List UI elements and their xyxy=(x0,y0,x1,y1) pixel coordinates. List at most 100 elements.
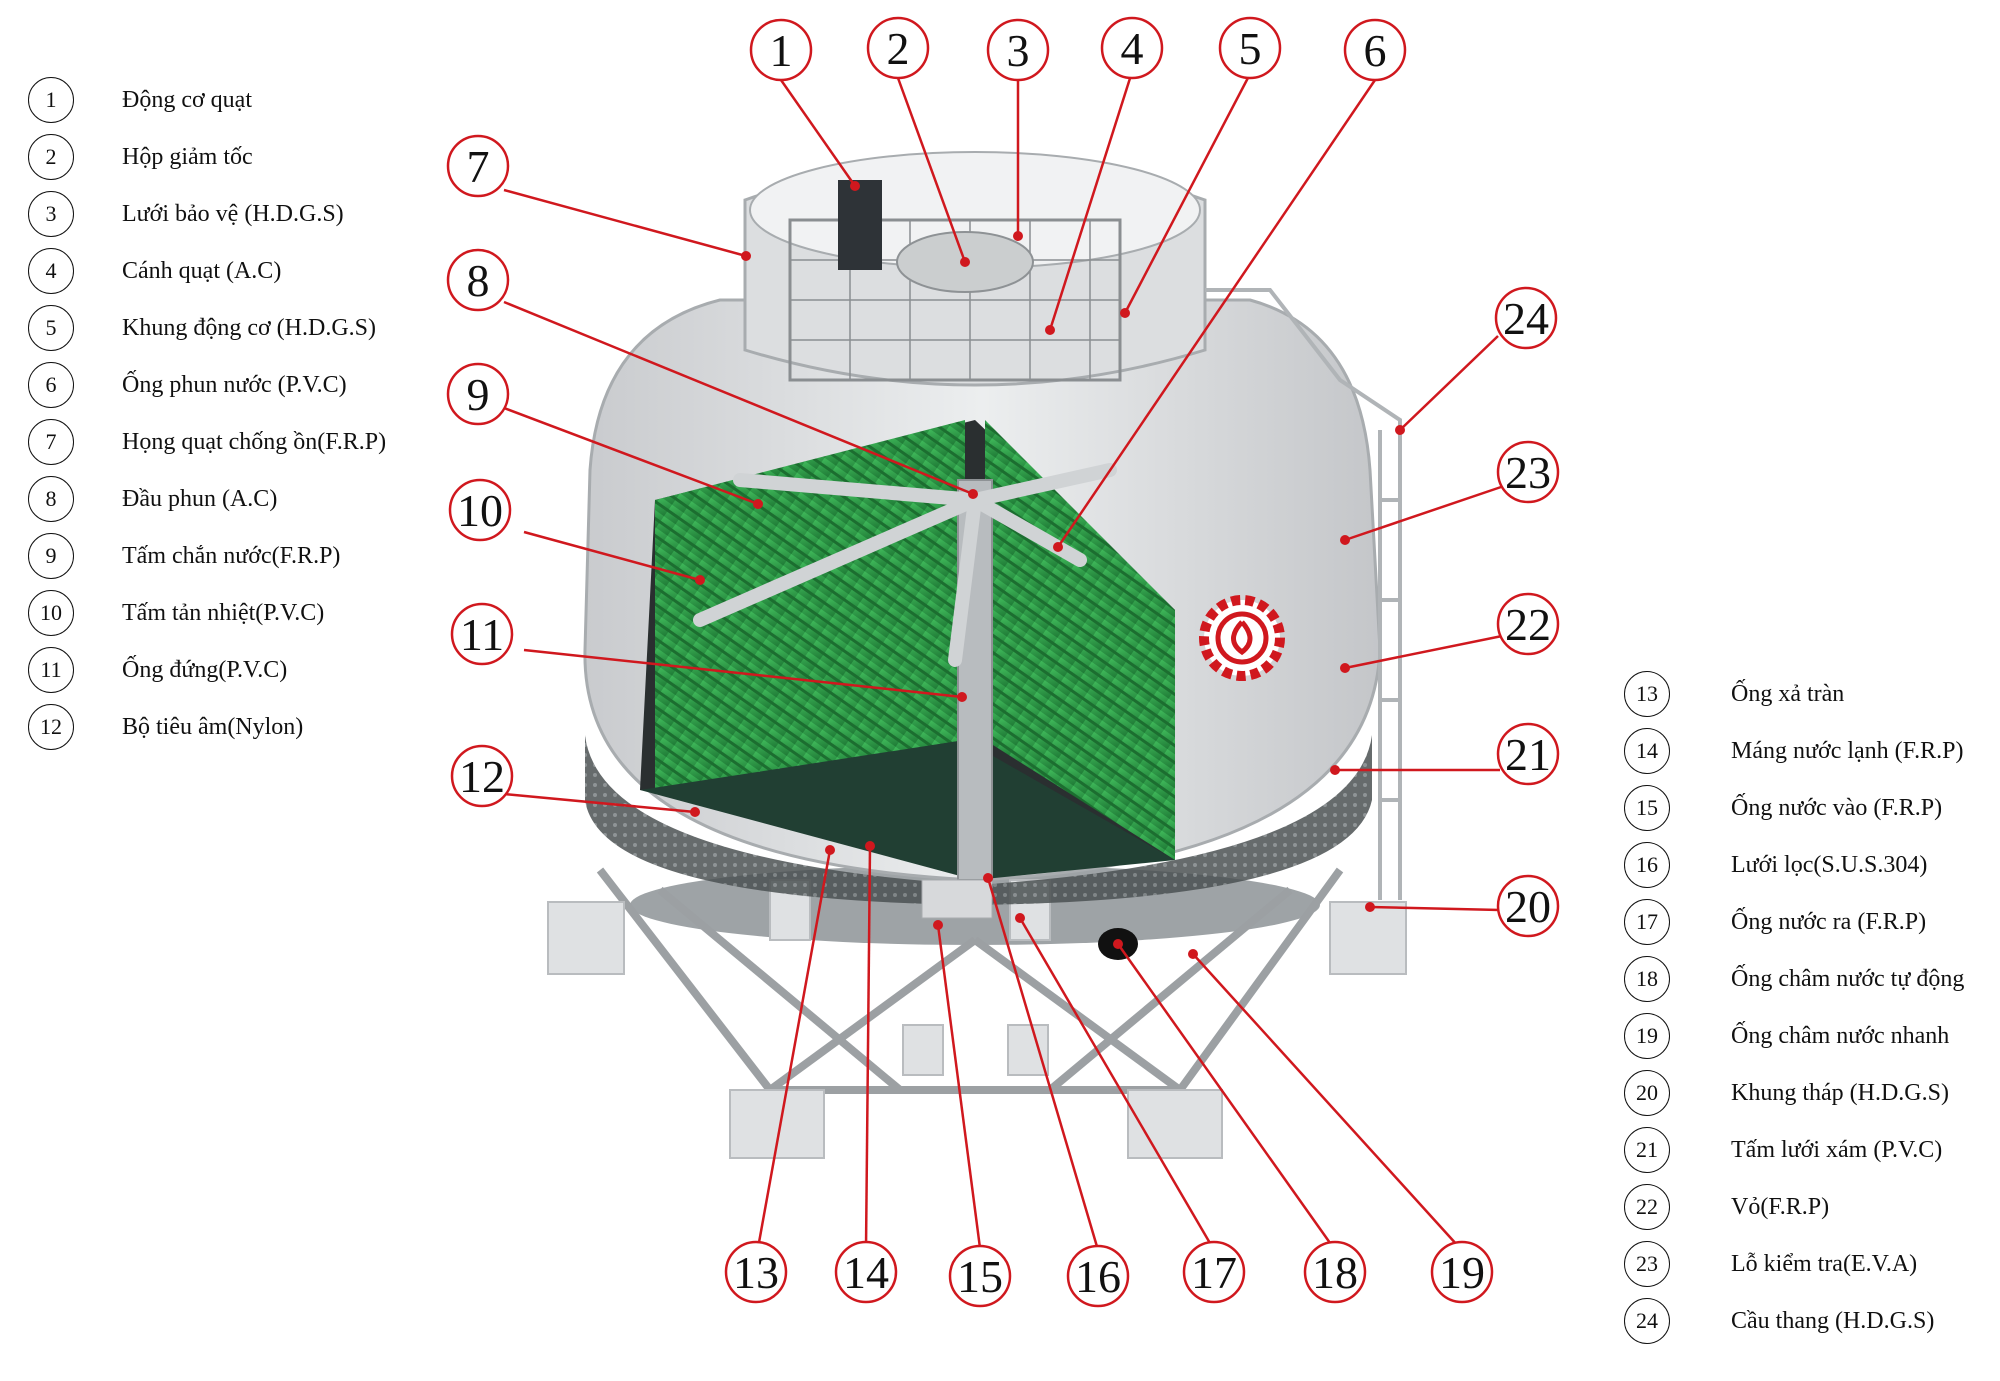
legend-number-badge: 3 xyxy=(28,191,74,237)
legend-label: Cầu thang (H.D.G.S) xyxy=(1731,1307,1935,1334)
callout-number: 20 xyxy=(1505,881,1551,932)
callout-1: 1 xyxy=(749,18,813,82)
callout-number: 7 xyxy=(467,141,490,192)
callout-number: 5 xyxy=(1239,23,1262,74)
callout-circle xyxy=(1218,16,1282,80)
callout-number: 15 xyxy=(957,1251,1003,1302)
callout-number: 18 xyxy=(1312,1247,1358,1298)
callout-circle xyxy=(724,1240,788,1304)
legend-label: Vỏ(F.R.P) xyxy=(1731,1193,1830,1220)
legend-label: Ống nước vào (F.R.P) xyxy=(1731,794,1943,821)
legend-number-badge: 22 xyxy=(1624,1184,1670,1230)
legend-number-badge: 1 xyxy=(28,77,74,123)
callout-17: 17 xyxy=(1182,1240,1246,1304)
callout-circle xyxy=(986,18,1050,82)
legend-number-badge: 15 xyxy=(1624,785,1670,831)
callout-24: 24 xyxy=(1494,286,1558,350)
callout-number: 19 xyxy=(1439,1247,1485,1298)
legend-label: Ống châm nước nhanh xyxy=(1731,1022,1950,1049)
legend-item: 22 Vỏ(F.R.P) xyxy=(1624,1179,2000,1235)
legend-item: 19 Ống châm nước nhanh xyxy=(1624,1008,2000,1064)
legend-label: Khung động cơ (H.D.G.S) xyxy=(122,314,377,341)
legend-item: 3 Lưới bảo vệ (H.D.G.S) xyxy=(28,186,448,242)
legend-label: Bộ tiêu âm(Nylon) xyxy=(122,713,304,740)
callout-7: 7 xyxy=(446,134,510,198)
legend-label: Tấm tản nhiệt(P.V.C) xyxy=(122,599,325,626)
callout-circle xyxy=(446,134,510,198)
legend-number-badge: 16 xyxy=(1624,842,1670,888)
legend-label: Cánh quạt (A.C) xyxy=(122,257,282,284)
legend-label: Đầu phun (A.C) xyxy=(122,485,278,512)
legend-number-badge: 13 xyxy=(1624,671,1670,717)
legend-item: 8 Đầu phun (A.C) xyxy=(28,471,448,527)
legend-item: 2 Hộp giảm tốc xyxy=(28,129,448,185)
legend-label: Hộp giảm tốc xyxy=(122,143,253,170)
legend-label: Tấm chắn nước(F.R.P) xyxy=(122,542,341,569)
callout-number: 24 xyxy=(1503,293,1549,344)
callout-8: 8 xyxy=(446,248,510,312)
legend-number-badge: 4 xyxy=(28,248,74,294)
callout-circle xyxy=(1430,1240,1494,1304)
callout-circle xyxy=(450,744,514,808)
legend-label: Ống đứng(P.V.C) xyxy=(122,656,288,683)
ladder xyxy=(1205,288,1402,900)
callout-11: 11 xyxy=(450,602,514,666)
legend-label: Lưới bảo vệ (H.D.G.S) xyxy=(122,200,344,227)
legend-number-badge: 19 xyxy=(1624,1013,1670,1059)
callout-circle xyxy=(834,1240,898,1304)
callout-number: 1 xyxy=(770,25,793,76)
brand-logo xyxy=(1199,595,1285,681)
callout-circle xyxy=(448,478,512,542)
legend-number-badge: 8 xyxy=(28,476,74,522)
callout-number: 10 xyxy=(457,485,503,536)
callout-circle xyxy=(1496,440,1560,504)
callout-number: 11 xyxy=(460,609,504,660)
callout-number: 13 xyxy=(733,1247,779,1298)
callout-number: 8 xyxy=(467,255,490,306)
legend-number-badge: 7 xyxy=(28,419,74,465)
legend-label: Lưới lọc(S.U.S.304) xyxy=(1731,851,1928,878)
callout-number: 4 xyxy=(1121,23,1144,74)
callout-circle xyxy=(446,362,510,426)
cold-water-basin xyxy=(640,740,1175,880)
callout-22: 22 xyxy=(1496,592,1560,656)
legend-number-badge: 11 xyxy=(28,647,74,693)
callout-circle xyxy=(1303,1240,1367,1304)
callout-leaders xyxy=(503,71,1505,1251)
outlet-pipe xyxy=(921,879,993,919)
legend-label: Tấm lưới xám (P.V.C) xyxy=(1731,1136,1943,1163)
callout-12: 12 xyxy=(450,744,514,808)
callout-circle xyxy=(749,18,813,82)
legend-number-badge: 9 xyxy=(28,533,74,579)
callout-circle xyxy=(1494,286,1558,350)
callout-dots xyxy=(690,181,1405,959)
callout-circle xyxy=(1182,1240,1246,1304)
callout-14: 14 xyxy=(834,1240,898,1304)
fill-pack-left xyxy=(655,420,965,790)
legend-number-badge: 12 xyxy=(28,704,74,750)
callout-circle xyxy=(866,16,930,80)
legend-number-badge: 10 xyxy=(28,590,74,636)
legend-item: 10 Tấm tản nhiệt(P.V.C) xyxy=(28,585,448,641)
callout-2: 2 xyxy=(866,16,930,80)
legend-number-badge: 17 xyxy=(1624,899,1670,945)
legend-item: 9 Tấm chắn nước(F.R.P) xyxy=(28,528,448,584)
legend-number-badge: 2 xyxy=(28,134,74,180)
callout-19: 19 xyxy=(1430,1240,1494,1304)
legend-number-badge: 5 xyxy=(28,305,74,351)
callout-16: 16 xyxy=(1066,1244,1130,1308)
callout-21: 21 xyxy=(1496,722,1560,786)
callout-number: 16 xyxy=(1075,1251,1121,1302)
legend-item: 11 Ống đứng(P.V.C) xyxy=(28,642,448,698)
callout-number: 6 xyxy=(1364,25,1387,76)
callout-3: 3 xyxy=(986,18,1050,82)
